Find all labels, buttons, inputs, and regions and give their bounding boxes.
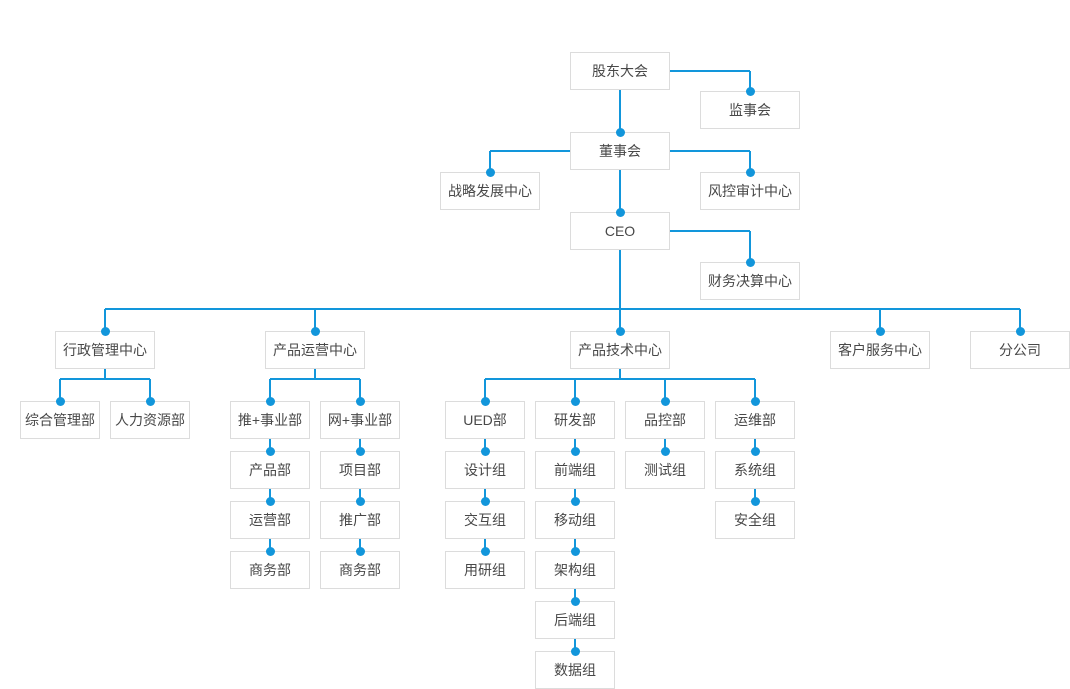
org-node-project-dept[interactable]: 项目部 <box>320 451 400 489</box>
org-node-backend-group[interactable]: 后端组 <box>535 601 615 639</box>
connector-dot-data-group <box>570 646 580 656</box>
org-node-ued-dept[interactable]: UED部 <box>445 401 525 439</box>
org-node-finance-center[interactable]: 财务决算中心 <box>700 262 800 300</box>
org-node-business-dept-1[interactable]: 商务部 <box>230 551 310 589</box>
connector-dot-wang-bu <box>355 396 365 406</box>
connector-dot-mobile-group <box>570 496 580 506</box>
org-node-prodops-center[interactable]: 产品运营中心 <box>265 331 365 369</box>
connector-dot-general-admin <box>55 396 65 406</box>
connector-dot-admin-center <box>100 326 110 336</box>
connector-dot-ceo <box>615 207 625 217</box>
connector-dot-qa-dept <box>660 396 670 406</box>
connector-dot-system-group <box>750 446 760 456</box>
connector-dot-promotion-dept <box>355 496 365 506</box>
connector-dot-strategy-center <box>485 167 495 177</box>
org-node-admin-center[interactable]: 行政管理中心 <box>55 331 155 369</box>
org-node-tui-bu[interactable]: 推+事业部 <box>230 401 310 439</box>
connector-dot-hr-dept <box>145 396 155 406</box>
org-node-general-admin[interactable]: 综合管理部 <box>20 401 100 439</box>
org-node-wang-bu[interactable]: 网+事业部 <box>320 401 400 439</box>
org-node-system-group[interactable]: 系统组 <box>715 451 795 489</box>
org-node-hr-dept[interactable]: 人力资源部 <box>110 401 190 439</box>
org-node-business-dept-2[interactable]: 商务部 <box>320 551 400 589</box>
org-node-shareholders[interactable]: 股东大会 <box>570 52 670 90</box>
connector-dot-frontend-group <box>570 446 580 456</box>
org-node-qa-dept[interactable]: 品控部 <box>625 401 705 439</box>
connector-dot-architecture-group <box>570 546 580 556</box>
connector-dot-test-group <box>660 446 670 456</box>
org-node-branch-company[interactable]: 分公司 <box>970 331 1070 369</box>
connector-dot-design-group <box>480 446 490 456</box>
org-node-strategy-center[interactable]: 战略发展中心 <box>440 172 540 210</box>
connector-dot-prodops-center <box>310 326 320 336</box>
connector-dot-ued-dept <box>480 396 490 406</box>
org-node-ops-dept[interactable]: 运维部 <box>715 401 795 439</box>
connector-dot-ops-dept <box>750 396 760 406</box>
connector-dot-finance-center <box>745 257 755 267</box>
connector-dot-prodtech-center <box>615 326 625 336</box>
connector-dot-business-dept-2 <box>355 546 365 556</box>
org-node-operation-dept[interactable]: 运营部 <box>230 501 310 539</box>
org-node-supervisory[interactable]: 监事会 <box>700 91 800 129</box>
connector-dot-backend-group <box>570 596 580 606</box>
connector-dot-risk-audit-center <box>745 167 755 177</box>
org-node-data-group[interactable]: 数据组 <box>535 651 615 689</box>
connector-dot-customer-center <box>875 326 885 336</box>
connector-dot-supervisory <box>745 86 755 96</box>
connector-dot-product-dept <box>265 446 275 456</box>
connector-dot-project-dept <box>355 446 365 456</box>
org-node-interaction-group[interactable]: 交互组 <box>445 501 525 539</box>
connector-dot-operation-dept <box>265 496 275 506</box>
connector-dot-business-dept-1 <box>265 546 275 556</box>
org-node-test-group[interactable]: 测试组 <box>625 451 705 489</box>
org-node-security-group[interactable]: 安全组 <box>715 501 795 539</box>
org-node-mobile-group[interactable]: 移动组 <box>535 501 615 539</box>
org-node-risk-audit-center[interactable]: 风控审计中心 <box>700 172 800 210</box>
connector-dot-security-group <box>750 496 760 506</box>
connector-dot-rd-dept <box>570 396 580 406</box>
org-node-rd-dept[interactable]: 研发部 <box>535 401 615 439</box>
org-node-frontend-group[interactable]: 前端组 <box>535 451 615 489</box>
connector-dot-board <box>615 127 625 137</box>
connector-dot-branch-company <box>1015 326 1025 336</box>
connector-dot-interaction-group <box>480 496 490 506</box>
org-node-promotion-dept[interactable]: 推广部 <box>320 501 400 539</box>
org-node-prodtech-center[interactable]: 产品技术中心 <box>570 331 670 369</box>
connector-dot-research-group <box>480 546 490 556</box>
org-node-architecture-group[interactable]: 架构组 <box>535 551 615 589</box>
org-node-customer-center[interactable]: 客户服务中心 <box>830 331 930 369</box>
org-node-research-group[interactable]: 用研组 <box>445 551 525 589</box>
connector-dot-tui-bu <box>265 396 275 406</box>
org-node-design-group[interactable]: 设计组 <box>445 451 525 489</box>
org-node-ceo[interactable]: CEO <box>570 212 670 250</box>
org-node-board[interactable]: 董事会 <box>570 132 670 170</box>
org-node-product-dept[interactable]: 产品部 <box>230 451 310 489</box>
